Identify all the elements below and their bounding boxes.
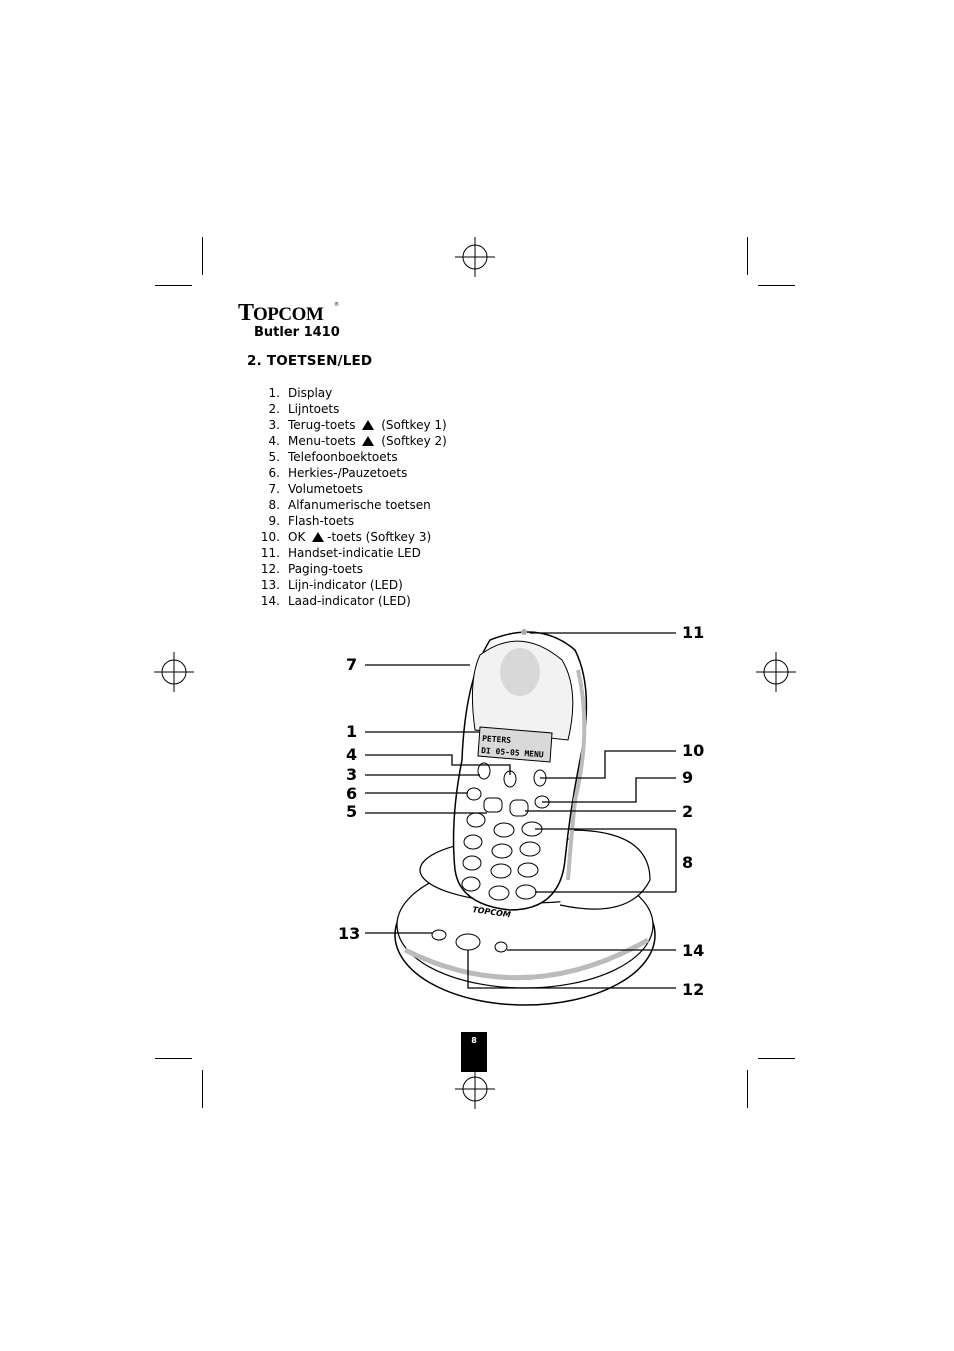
svg-text:OPCOM: OPCOM [253,304,324,324]
crop-mark-bl-vertical [202,1070,203,1108]
page-number-box [461,1032,487,1072]
list-item-number: 5. [268,450,280,464]
section-heading: 2. TOETSEN/LED [247,353,373,369]
callout-10: 10 [682,741,705,760]
svg-text:®: ® [334,301,339,308]
list-item-label: Lijntoets [288,402,340,416]
list-item-text: Flash-toets [288,513,354,529]
list-item-label: Lijn-indicator (LED) [288,578,403,592]
list-item-suffix: -toets (Softkey 3) [327,530,432,544]
list-item-number: 6. [268,466,280,480]
list-item-label: OK [288,530,310,544]
registration-mark-left [154,652,194,692]
list-item-label: Laad-indicator (LED) [288,594,411,608]
list-item-text: Paging-toets [288,561,363,577]
registration-mark-right [756,652,796,692]
callout-3: 3 [346,765,358,784]
list-item-suffix: (Softkey 2) [377,434,447,448]
list-item-number: 4. [268,434,280,448]
list-item-text: Menu-toets (Softkey 2) [288,433,447,449]
model-name: Butler 1410 [254,325,340,340]
list-item-text: Display [288,385,332,401]
up-arrow-icon [362,420,375,430]
callout-13: 13 [338,924,361,943]
crop-mark-tl-vertical [202,237,203,275]
list-item-text: Volumetoets [288,481,363,497]
topcom-logo: T OPCOM ® [238,300,339,324]
list-item-text: Lijntoets [288,401,339,417]
callout-7: 7 [346,655,358,674]
list-item-text: Lijn-indicator (LED) [288,577,403,593]
list-item-text: Laad-indicator (LED) [288,593,411,609]
callout-5: 5 [346,802,358,821]
display-line-1: PETERS [482,734,512,745]
list-item-label: Volumetoets [288,482,364,496]
crop-mark-br-vertical [747,1070,748,1108]
list-item-number: 1. [268,386,280,400]
list-item-text: Herkies-/Pauzetoets [288,465,407,481]
up-arrow-icon [362,436,375,446]
callout-2: 2 [682,802,694,821]
list-item-number: 10. [260,530,280,544]
list-item-text: OK -toets (Softkey 3) [288,529,431,545]
callout-1: 1 [346,722,358,741]
registration-mark-bottom [455,1069,495,1109]
list-item-number: 7. [268,482,280,496]
list-item-label: Telefoonboektoets [288,450,398,464]
display [477,726,553,763]
paging-button [455,933,481,951]
line-led [431,929,447,941]
callout-12: 12 [682,980,705,999]
list-item-number: 2. [268,402,280,416]
list-item-label: Flash-toets [288,514,355,528]
list-item-number: 8. [268,498,280,512]
list-item-suffix: (Softkey 1) [377,418,447,432]
callout-6: 6 [346,784,358,803]
list-item-number: 13. [260,578,280,592]
list-item-number: 14. [260,594,280,608]
callout-4: 4 [346,745,358,764]
list-item-text: Terug-toets (Softkey 1) [288,417,447,433]
list-item-label: Display [288,386,333,400]
crop-mark-bl-horizontal [155,1058,192,1059]
list-item-number: 11. [260,546,280,560]
crop-mark-tr-vertical [747,237,748,275]
phone-diagram: PETERS DI 05-05 MENU TOPCOM [365,629,677,1006]
list-item-label: Terug-toets [288,418,360,432]
list-item-label: Alfanumerische toetsen [288,498,431,512]
callout-8: 8 [682,853,694,872]
svg-text:T: T [238,300,254,324]
list-item-label: Paging-toets [288,562,363,576]
list-item-number: 12. [260,562,280,576]
page-number: 8 [471,1036,477,1045]
crop-mark-tr-horizontal [758,285,795,286]
crop-mark-br-horizontal [758,1058,795,1059]
list-item-label: Handset-indicatie LED [288,546,421,560]
charge-led [494,941,508,953]
crop-mark-tl-horizontal [155,285,192,286]
registration-mark-top [455,237,495,277]
list-item-label: Herkies-/Pauzetoets [288,466,408,480]
list-item-text: Alfanumerische toetsen [288,497,431,513]
callout-14: 14 [682,941,705,960]
callout-11: 11 [682,623,705,642]
handset: PETERS DI 05-05 MENU [452,629,588,911]
callout-9: 9 [682,768,694,787]
list-item-text: Telefoonboektoets [288,449,398,465]
list-item-label: Menu-toets [288,434,360,448]
list-item-text: Handset-indicatie LED [288,545,421,561]
list-item-number: 9. [268,514,280,528]
list-item-number: 3. [268,418,280,432]
display-line-2: DI 05-05 MENU [481,746,544,759]
up-arrow-icon [312,532,325,542]
leader-lines [365,632,677,989]
